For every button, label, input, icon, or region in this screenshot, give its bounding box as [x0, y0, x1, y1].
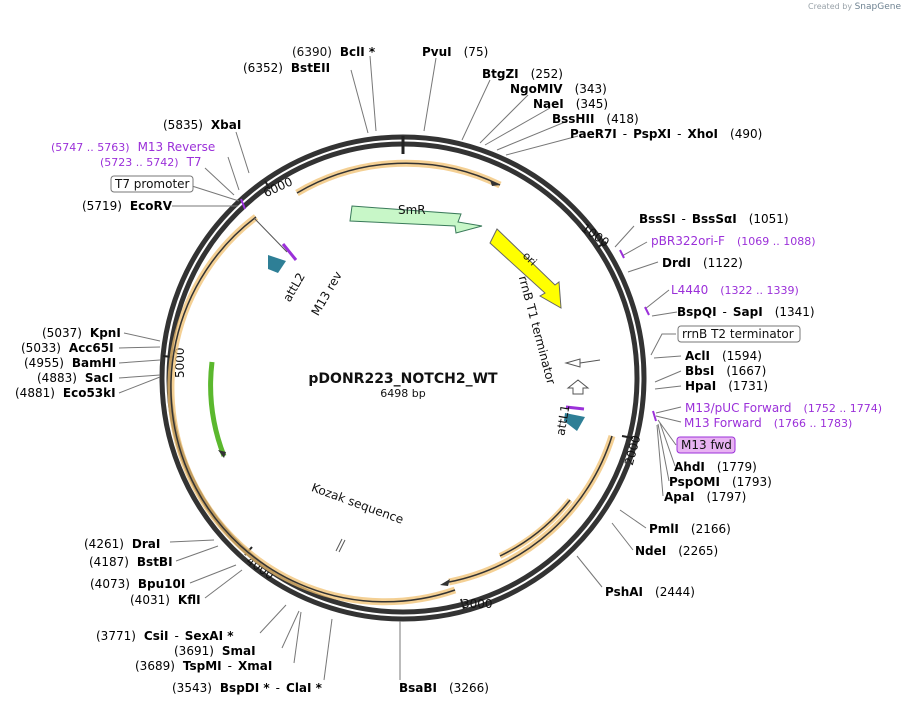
plasmid-size: 6498 bp: [380, 387, 425, 400]
svg-text:(6352)BstEII: (6352)BstEII: [243, 61, 330, 75]
svg-text:(3691)SmaI: (3691)SmaI: [174, 644, 256, 658]
svg-text:PmlI(2166): PmlI(2166): [649, 522, 731, 536]
svg-text:(5723 .. 5742)T7: (5723 .. 5742)T7: [100, 155, 202, 169]
svg-text:(3689)TspMI-XmaI: (3689)TspMI-XmaI: [135, 659, 272, 673]
svg-text:(3543)BspDI *-ClaI *: (3543)BspDI *-ClaI *: [172, 681, 323, 695]
cds-arcs: [167, 159, 616, 606]
svg-text:AclI(1594): AclI(1594): [685, 349, 762, 363]
svg-text:BsaBI(3266): BsaBI(3266): [399, 681, 489, 695]
svg-text:(5033)Acc65I: (5033)Acc65I: [21, 341, 114, 355]
credit-prefix: Created by: [808, 2, 853, 11]
boxed-labels: T7 promoter rrnB T2 terminator M13 fwd: [110, 175, 801, 454]
credit-brand: SnapGene: [854, 2, 901, 12]
svg-text:NdeI(2265): NdeI(2265): [635, 544, 718, 558]
m13-rev-label: M13 rev: [309, 269, 345, 318]
svg-text:PaeR7I-PspXI-XhoI(490): PaeR7I-PspXI-XhoI(490): [570, 127, 762, 141]
svg-text:ApaI(1797): ApaI(1797): [664, 490, 746, 504]
svg-text:PvuI(75): PvuI(75): [422, 45, 488, 59]
attl2-label: attL2: [280, 270, 308, 304]
svg-text:(4883)SacI: (4883)SacI: [37, 371, 113, 385]
rrnb-t2-label: rrnB T2 terminator: [682, 327, 794, 341]
svg-text:(4261)DraI: (4261)DraI: [84, 537, 160, 551]
svg-text:(4881)Eco53kI: (4881)Eco53kI: [15, 386, 116, 400]
m13-fwd-label: M13 fwd: [681, 438, 732, 452]
attl1-label: attL1: [553, 404, 572, 437]
svg-text:M13 Forward(1766 .. 1783): M13 Forward(1766 .. 1783): [684, 416, 852, 430]
plasmid-name: pDONR223_NOTCH2_WT: [308, 371, 498, 387]
svg-text:M13/pUC Forward(1752 .. 1774): M13/pUC Forward(1752 .. 1774): [685, 401, 882, 415]
svg-text:PspOMI(1793): PspOMI(1793): [669, 475, 772, 489]
ori-feature: ori: [489, 228, 562, 309]
svg-text:BspQI-SapI(1341): BspQI-SapI(1341): [677, 305, 815, 319]
svg-text:(4187)BstBI: (4187)BstBI: [89, 555, 173, 569]
svg-text:BtgZI(252): BtgZI(252): [482, 67, 563, 81]
svg-text:(3771)CsiI-SexAI *: (3771)CsiI-SexAI *: [96, 629, 234, 643]
smr-label: SmR: [398, 203, 426, 217]
svg-text:BbsI(1667): BbsI(1667): [685, 364, 766, 378]
svg-text:AhdI(1779): AhdI(1779): [674, 460, 757, 474]
svg-text:DrdI(1122): DrdI(1122): [662, 256, 743, 270]
svg-text:HpaI(1731): HpaI(1731): [685, 379, 768, 393]
svg-text:(4955)BamHI: (4955)BamHI: [24, 356, 116, 370]
svg-text:pBR322ori-F(1069 .. 1088): pBR322ori-F(1069 .. 1088): [651, 234, 816, 248]
leader-lines: [118, 55, 682, 681]
attl1-arrow: [564, 413, 585, 431]
svg-text:(4031)KflI: (4031)KflI: [130, 593, 201, 607]
svg-text:(6390)BclI *: (6390)BclI *: [292, 45, 376, 59]
primer-ticks: [240, 198, 657, 422]
smr-feature: SmR: [349, 203, 483, 234]
ruler-2000: 2000: [622, 434, 643, 467]
attl2-arrow: [268, 255, 286, 273]
site-labels: (6390)BclI * (6352)BstEII PvuI(75) BtgZI…: [15, 45, 815, 695]
svg-text:(5037)KpnI: (5037)KpnI: [42, 326, 121, 340]
svg-text:PshAI(2444): PshAI(2444): [605, 585, 695, 599]
svg-text:NaeI(345): NaeI(345): [533, 97, 608, 111]
svg-text:NgoMIV(343): NgoMIV(343): [510, 82, 607, 96]
svg-text:(5719)EcoRV: (5719)EcoRV: [82, 199, 173, 213]
svg-text:L4440(1322 .. 1339): L4440(1322 .. 1339): [671, 283, 799, 297]
cds-arc-right: [448, 434, 616, 586]
svg-text:(5747 .. 5763)M13 Reverse: (5747 .. 5763)M13 Reverse: [51, 140, 215, 154]
snapgene-credit: Created by SnapGene: [808, 2, 901, 12]
primer-labels: (5747 .. 5763)M13 Reverse (5723 .. 5742)…: [51, 140, 882, 430]
svg-text:(4073)Bpu10I: (4073)Bpu10I: [90, 577, 185, 591]
rrnb-t1-arrow: [566, 379, 590, 395]
svg-text:BssSI-BssSαI(1051): BssSI-BssSαI(1051): [639, 212, 789, 226]
svg-text:(5835)XbaI: (5835)XbaI: [163, 118, 241, 132]
kozak-label: Kozak sequence: [310, 480, 406, 526]
ruler-3000: 3000: [462, 597, 493, 611]
t7-promoter-label: T7 promoter: [114, 177, 190, 191]
svg-text:BssHII(418): BssHII(418): [552, 112, 639, 126]
green-arc: [208, 361, 227, 457]
